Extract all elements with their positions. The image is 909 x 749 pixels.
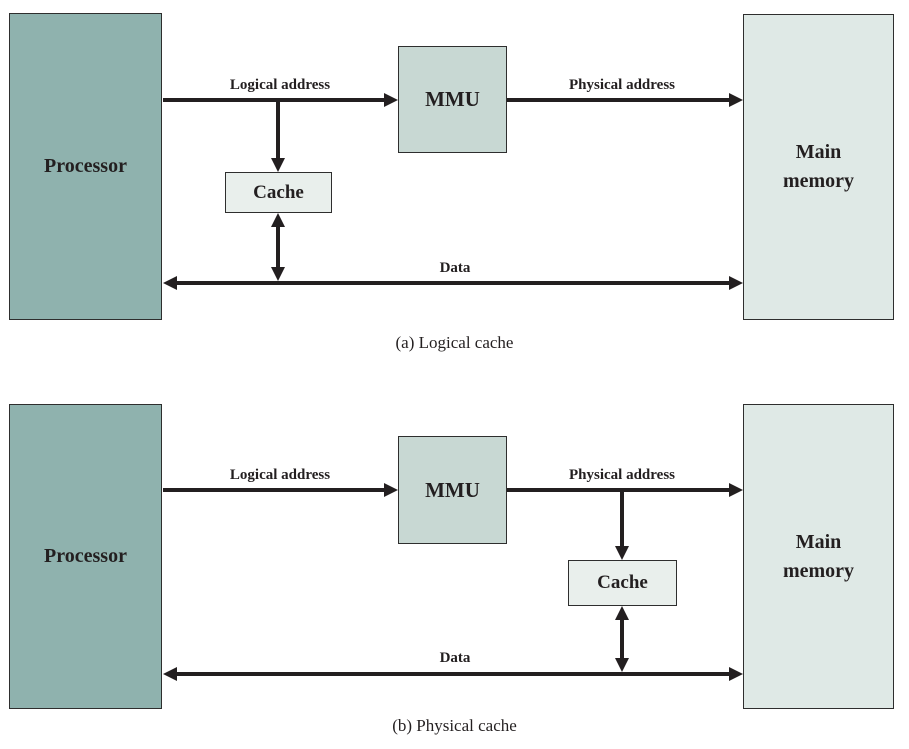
logical-address-arrow (163, 98, 384, 102)
main-memory-box: Main memory (743, 14, 894, 320)
arrowhead-down-icon (615, 658, 629, 672)
arrowhead-right-icon (729, 93, 743, 107)
arrowhead-up-icon (271, 213, 285, 227)
logical-address-arrow (163, 488, 384, 492)
main-memory-label: Main memory (782, 141, 855, 192)
cache-box: Cache (568, 560, 677, 606)
processor-label: Processor (44, 155, 127, 177)
logical-address-label: Logical address (229, 467, 331, 483)
arrowhead-right-icon (384, 483, 398, 497)
physical-address-label: Physical address (569, 77, 675, 93)
mmu-box: MMU (398, 46, 507, 153)
processor-label: Processor (44, 545, 127, 567)
cache-to-data-arrow (620, 617, 624, 660)
arrowhead-down-icon (271, 158, 285, 172)
physical-address-arrow (507, 488, 729, 492)
address-to-cache-arrow (620, 490, 624, 548)
main-memory-box: Main memory (743, 404, 894, 709)
arrowhead-right-icon (729, 483, 743, 497)
arrowhead-down-icon (271, 267, 285, 281)
arrowhead-left-icon (163, 276, 177, 290)
arrowhead-down-icon (615, 546, 629, 560)
caption-a: (a) Logical cache (395, 333, 514, 352)
data-bus-arrow (175, 281, 731, 285)
processor-box: Processor (9, 404, 162, 709)
cache-box: Cache (225, 172, 332, 213)
data-label: Data (439, 260, 471, 276)
data-bus-arrow (175, 672, 731, 676)
cache-label: Cache (597, 572, 648, 593)
physical-address-arrow (507, 98, 729, 102)
main-memory-label: Main memory (782, 530, 855, 582)
arrowhead-right-icon (729, 276, 743, 290)
cache-to-data-arrow (276, 224, 280, 270)
mmu-label: MMU (425, 477, 480, 502)
caption-b: (b) Physical cache (392, 716, 517, 735)
physical-address-label: Physical address (569, 467, 675, 483)
arrowhead-up-icon (615, 606, 629, 620)
arrowhead-left-icon (163, 667, 177, 681)
cache-label: Cache (253, 181, 304, 203)
data-label: Data (439, 650, 471, 666)
arrowhead-right-icon (384, 93, 398, 107)
address-to-cache-arrow (276, 100, 280, 160)
arrowhead-right-icon (729, 667, 743, 681)
logical-address-label: Logical address (229, 77, 331, 93)
processor-box: Processor (9, 13, 162, 320)
mmu-box: MMU (398, 436, 507, 544)
mmu-label: MMU (425, 87, 480, 111)
